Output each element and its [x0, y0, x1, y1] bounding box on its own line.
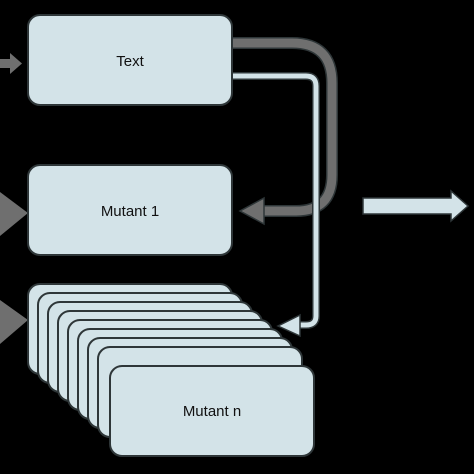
text-node-box — [27, 14, 233, 106]
feedback-arrow-dark-shaft — [233, 38, 337, 216]
input-arrow-text-head — [10, 53, 22, 74]
feedback-arrow-dark-head — [238, 196, 265, 226]
output-arrow — [362, 189, 470, 223]
mutant-n-node-box — [109, 365, 315, 457]
output-arrow-shape — [362, 189, 470, 223]
feedback-arrow-dark — [233, 37, 338, 226]
input-arrow-text-shaft — [0, 59, 12, 68]
feedback-arrow-light-outline — [233, 72, 320, 329]
text-node-label: Text — [116, 53, 144, 70]
feedback-arrow-light-head — [276, 313, 301, 338]
mutant-1-node-box — [27, 164, 233, 256]
feedback-arrow-light — [233, 72, 320, 338]
input-arrow-mutant-stack — [0, 300, 28, 344]
mutant-1-node-label: Mutant 1 — [101, 203, 159, 220]
mutant-stack: Mutant n — [27, 283, 315, 457]
text-node: Text — [27, 14, 233, 106]
input-arrow-mutant-1 — [0, 192, 28, 236]
mutant-1-node: Mutant 1 — [27, 164, 233, 256]
mutant-n-node-label: Mutant n — [183, 403, 241, 420]
input-arrow-text — [0, 53, 22, 74]
feedback-arrow-light-shaft — [233, 73, 319, 328]
